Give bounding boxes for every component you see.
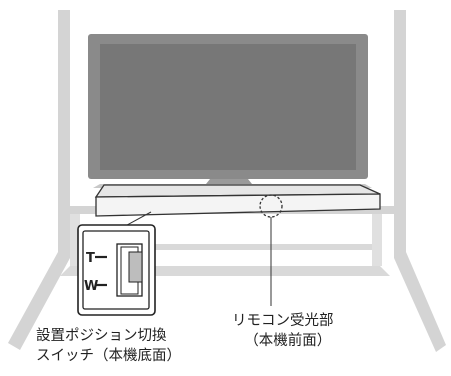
switch-callout: 設置ポジション切換 スイッチ（本機底面） <box>36 326 181 366</box>
rack-right-post <box>394 10 446 352</box>
sensor-callout-line1: リモコン受光部 <box>232 313 334 329</box>
switch-inset: T W <box>77 224 156 316</box>
sensor-callout-line2: （本機前面） <box>244 333 332 349</box>
switch-label-w: W <box>84 279 98 294</box>
soundbar <box>94 184 381 218</box>
rack-left-post <box>8 10 70 350</box>
tv-stand <box>206 179 252 184</box>
switch-label-t: T <box>86 251 95 266</box>
switch-callout-line2: スイッチ（本機底面） <box>36 348 181 364</box>
soundbar-front <box>95 193 381 217</box>
rack-inner-left <box>70 214 80 266</box>
television <box>88 34 368 184</box>
rack-shelf-middle <box>78 244 378 250</box>
remote-sensor-marker <box>259 194 283 218</box>
tv-screen <box>100 44 356 170</box>
switch-knob <box>128 251 143 283</box>
switch-callout-line1: 設置ポジション切換 <box>36 328 167 344</box>
sensor-callout: リモコン受光部 （本機前面） <box>232 311 334 351</box>
rack-inner-right <box>372 214 382 266</box>
